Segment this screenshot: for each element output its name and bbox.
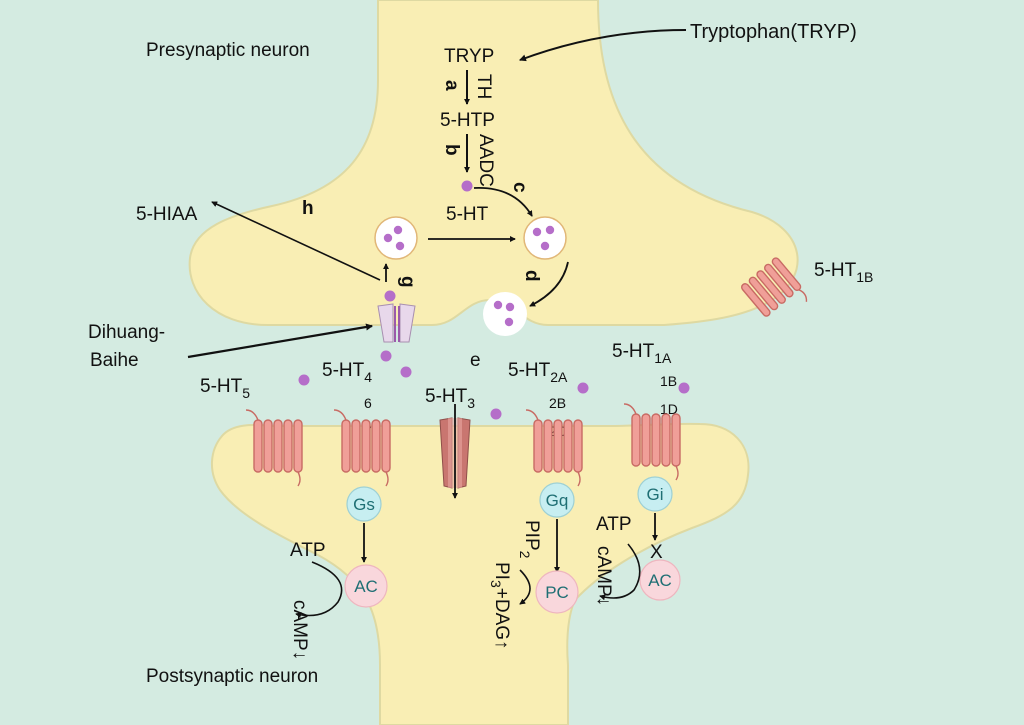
fusing-vesicle bbox=[483, 292, 527, 336]
dihuang-baihe-arrow bbox=[187, 323, 374, 359]
htp-label: 5-HTP bbox=[440, 110, 495, 131]
ht3-ion-channel bbox=[439, 404, 471, 499]
ht1a-label: 5-HT1A bbox=[612, 341, 672, 366]
gi-protein: Gi bbox=[637, 476, 673, 512]
svg-text:AC: AC bbox=[354, 577, 378, 596]
pi3dag-label: PI3+DAG↑ bbox=[488, 562, 512, 650]
subtype-1d-label: 1D bbox=[660, 401, 678, 417]
ht5-receptor bbox=[245, 409, 303, 487]
postsynaptic-label: Postsynaptic neuron bbox=[146, 666, 318, 687]
pc-enzyme: PC bbox=[535, 570, 579, 614]
ac-enzyme-right: AC bbox=[639, 559, 681, 601]
step-d-label: d bbox=[521, 270, 542, 282]
camp-label-right: cAMP↓ bbox=[593, 546, 614, 606]
presynaptic-label: Presynaptic neuron bbox=[146, 40, 310, 61]
step-c-label: c bbox=[509, 182, 530, 193]
step-b-label: b bbox=[441, 144, 462, 156]
packaging-arrow bbox=[473, 187, 533, 217]
tryptophan-arrow bbox=[519, 29, 687, 62]
step-a-label: a bbox=[441, 80, 462, 91]
atp-to-camp-left-arrow bbox=[295, 561, 343, 619]
inhibition-x-label: X bbox=[650, 542, 663, 563]
ht4-receptor bbox=[333, 409, 391, 487]
tryp-label: TRYP bbox=[444, 46, 494, 67]
serotonin-molecule bbox=[461, 180, 473, 192]
subtype-2b-label: 2B bbox=[549, 395, 566, 411]
svg-text:PC: PC bbox=[545, 583, 569, 602]
ht2a-label: 5-HT2A bbox=[508, 360, 568, 385]
ht1b-label: 5-HT1B bbox=[814, 260, 873, 285]
reuptake-transporter bbox=[377, 303, 416, 343]
subtype-1b-label: 1B bbox=[660, 373, 677, 389]
svg-text:Gs: Gs bbox=[353, 495, 375, 514]
ht5-label: 5-HT5 bbox=[200, 376, 250, 401]
ht4-label: 5-HT4 bbox=[322, 360, 372, 385]
ac-enzyme-left: AC bbox=[344, 564, 388, 608]
subtype-6-label: 6 bbox=[364, 395, 372, 411]
ht3-label: 5-HT3 bbox=[425, 386, 475, 411]
cleft-serotonin-molecules bbox=[298, 350, 690, 420]
gs-protein: Gs bbox=[346, 486, 382, 522]
atp-label-right: ATP bbox=[596, 514, 632, 535]
pip2-to-pi3dag-arrow bbox=[519, 569, 531, 605]
ht-label: 5-HT bbox=[446, 204, 489, 225]
hiaa-label: 5-HIAA bbox=[136, 204, 198, 225]
reuptake-molecule bbox=[384, 290, 396, 302]
svg-text:Gi: Gi bbox=[647, 485, 664, 504]
step-g-label: g bbox=[397, 276, 418, 288]
dihuang-baihe-label-1: Dihuang- bbox=[88, 322, 165, 343]
tryptophan-label: Tryptophan(TRYP) bbox=[690, 21, 857, 43]
aadc-label: AADC bbox=[475, 134, 496, 187]
th-label: TH bbox=[473, 74, 494, 99]
degradation-arrow bbox=[211, 201, 381, 281]
svg-text:Gq: Gq bbox=[546, 491, 569, 510]
vesicle-left bbox=[374, 216, 418, 260]
pip2-label: PIP2 bbox=[517, 520, 542, 559]
dihuang-baihe-label-2: Baihe bbox=[90, 350, 139, 371]
ht1b-receptor bbox=[741, 257, 808, 317]
gq-protein: Gq bbox=[539, 482, 575, 518]
ht2a-receptor bbox=[525, 409, 583, 487]
camp-label-left: cAMP↓ bbox=[289, 600, 310, 660]
svg-text:AC: AC bbox=[648, 571, 672, 590]
atp-label-left: ATP bbox=[290, 540, 326, 561]
release-arrow bbox=[529, 261, 569, 307]
ht1a-receptor bbox=[623, 403, 681, 481]
step-e-label: e bbox=[470, 350, 481, 371]
step-h-label: h bbox=[302, 198, 314, 219]
atp-to-camp-right-arrow bbox=[599, 543, 641, 601]
vesicle-right bbox=[523, 216, 567, 260]
